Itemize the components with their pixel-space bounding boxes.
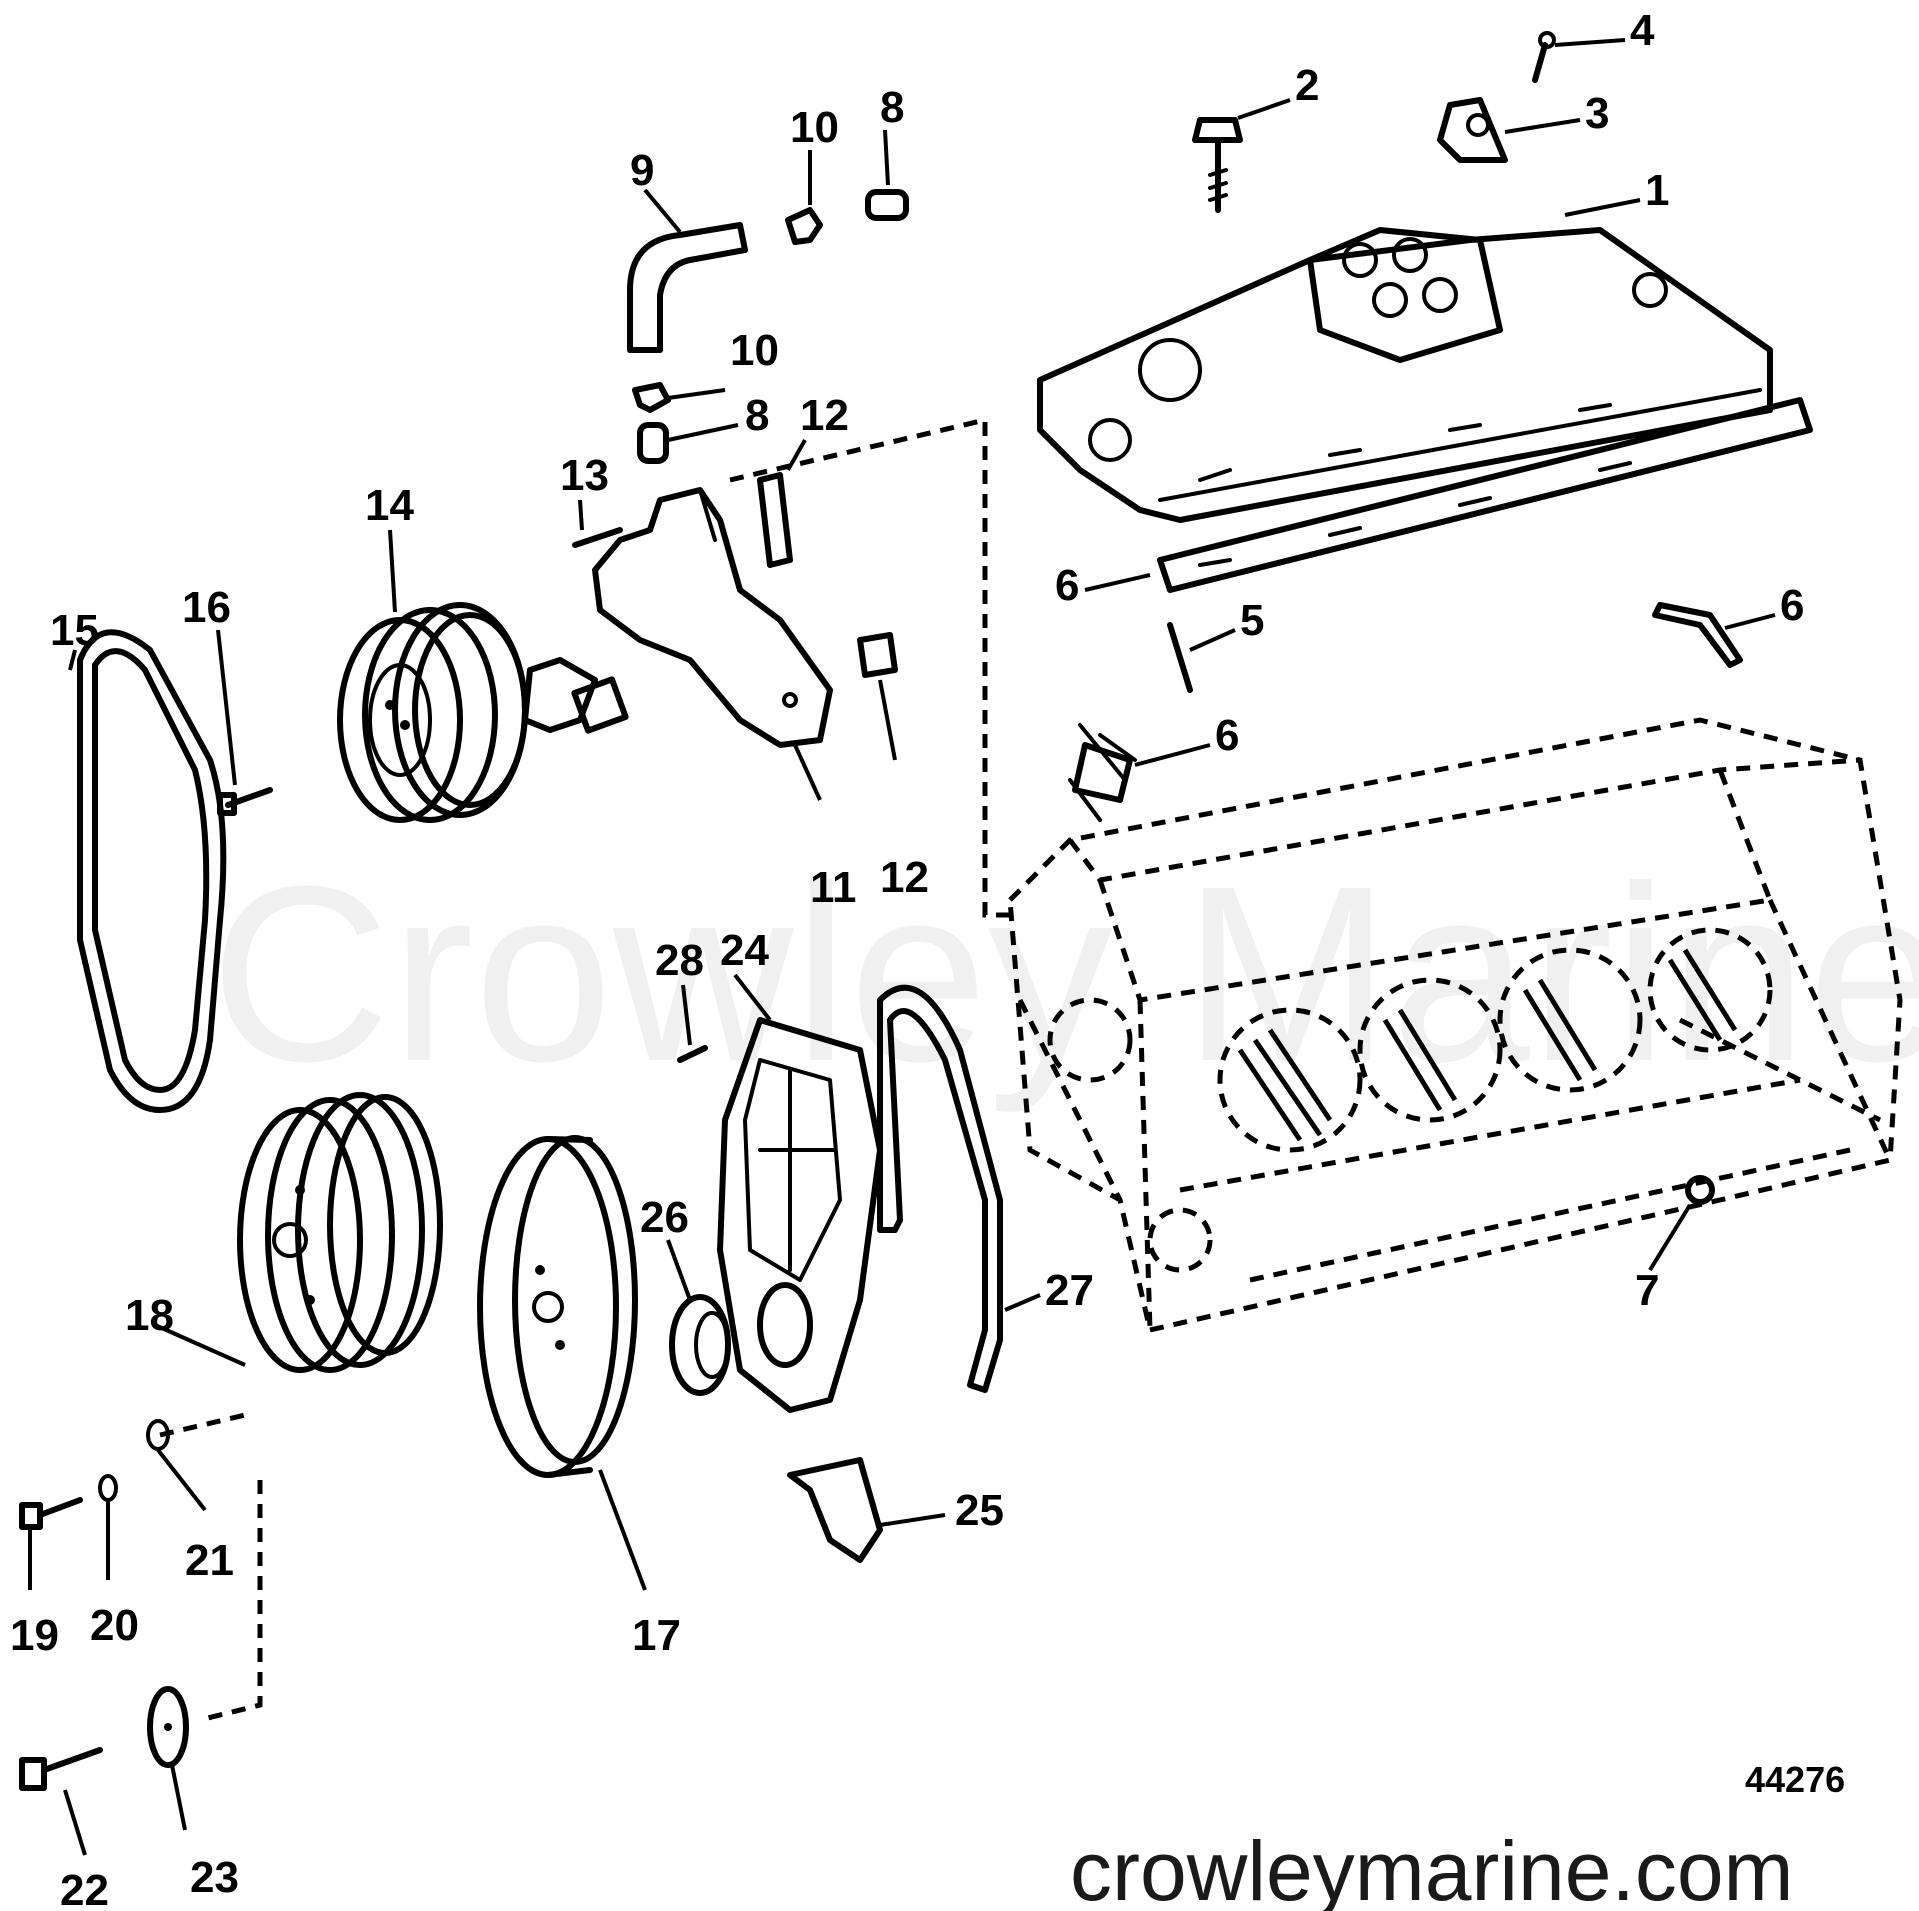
part-number-18: 18: [125, 1291, 174, 1340]
part-number-10-top: 10: [790, 103, 839, 152]
part-number-14: 14: [365, 481, 414, 530]
pump-gasket-left-drawing: [757, 472, 793, 568]
part-number-28: 28: [655, 936, 704, 985]
timing-pointer-drawing: [787, 1457, 883, 1563]
figure-number: 44276: [1745, 1759, 1845, 1800]
nipple-bottom-drawing: [637, 422, 669, 464]
part-number-17: 17: [632, 1611, 681, 1660]
hose-clamp-top-drawing: [785, 207, 823, 245]
drain-plug-drawing: [1685, 1175, 1715, 1205]
site-url: crowleymarine.com: [1070, 1824, 1794, 1911]
stud-drawing: [1167, 622, 1193, 693]
part-number-8-top: 8: [880, 83, 904, 132]
manifold-bolt-drawing: [1192, 117, 1243, 213]
part-number-9: 9: [630, 146, 654, 195]
part-number-11: 11: [810, 863, 857, 912]
part-number-6-lower: 6: [1215, 711, 1239, 760]
part-number-16: 16: [182, 583, 231, 632]
watermark: Crowley Marine: [210, 834, 1919, 1113]
part-number-3: 3: [1585, 89, 1609, 138]
part-number-2: 2: [1295, 61, 1319, 110]
thermostat-gasket-drawing: [1068, 723, 1137, 822]
part-number-24: 24: [720, 926, 769, 975]
part-number-13: 13: [560, 451, 609, 500]
oil-seal-drawing: [669, 1294, 731, 1396]
lower-bolt-drawing: [19, 1747, 103, 1791]
water-pump-drawing: [522, 487, 833, 748]
part-number-21: 21: [185, 1536, 234, 1585]
intake-manifold-drawing: [1037, 227, 1813, 593]
bracket-screw-drawing: [1532, 31, 1556, 83]
balancer-bolt-drawing: [19, 1497, 83, 1530]
crankshaft-pulley-drawing: [237, 1092, 443, 1373]
part-number-4: 4: [1630, 6, 1655, 55]
part-number-10-bottom: 10: [730, 326, 779, 375]
water-pump-pulley-drawing: [337, 602, 528, 823]
part-number-6-left: 6: [1055, 561, 1079, 610]
pump-gasket-right-drawing: [857, 632, 898, 678]
cover-bolt-drawing: [677, 1045, 708, 1063]
part-number-1: 1: [1645, 166, 1669, 215]
engine-block-drawing: [729, 416, 1903, 1333]
bypass-hose-drawing: [627, 222, 748, 353]
part-number-12-bottom: 12: [880, 853, 929, 902]
harmonic-balancer-drawing: [477, 1135, 638, 1478]
part-number-8-bottom: 8: [745, 391, 769, 440]
part-number-7: 7: [1635, 1266, 1659, 1315]
lifting-bracket-drawing: [1437, 97, 1508, 163]
pump-bolt-drawing: [572, 527, 623, 548]
part-number-15: 15: [50, 606, 99, 655]
part-number-5: 5: [1240, 596, 1264, 645]
timing-cover-drawing: [717, 1017, 883, 1413]
leader-lines: [28, 38, 1776, 1856]
drive-belt-drawing: [77, 629, 227, 1113]
part-number-25: 25: [955, 1486, 1004, 1535]
part-number-20: 20: [90, 1601, 139, 1650]
retainer-washer-drawing: [147, 1686, 189, 1768]
crank-alignment-line: [159, 1412, 263, 1723]
end-seal-right-drawing: [1652, 602, 1743, 668]
part-number-26: 26: [640, 1193, 689, 1242]
part-number-6-right: 6: [1780, 581, 1804, 630]
part-number-27: 27: [1045, 1266, 1094, 1315]
washer-small-drawing: [98, 1474, 118, 1502]
part-number-12-top: 12: [800, 391, 849, 440]
part-number-19: 19: [10, 1611, 59, 1660]
nipple-top-drawing: [865, 189, 909, 221]
hose-clamp-bottom-drawing: [632, 382, 671, 413]
part-number-23: 23: [190, 1853, 239, 1902]
pulley-bolt-drawing: [217, 787, 273, 816]
part-number-22: 22: [60, 1866, 109, 1911]
timing-cover-gasket-drawing: [877, 984, 1003, 1393]
